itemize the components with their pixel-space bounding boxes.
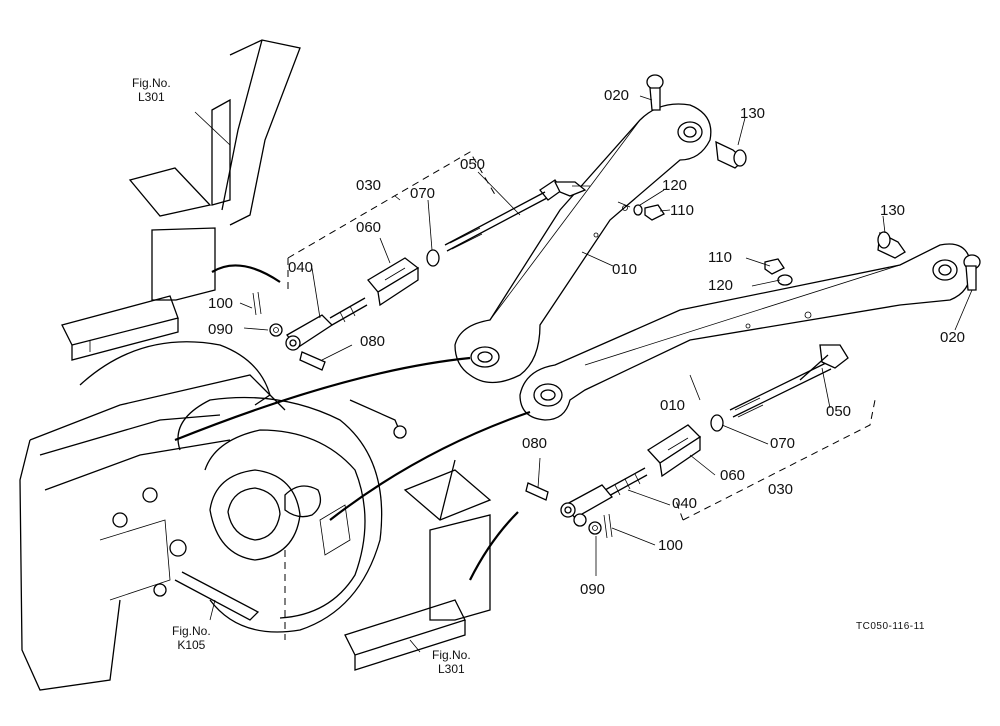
callout-120-upper: 120	[662, 177, 688, 194]
lower-link-upper	[454, 103, 712, 384]
fig-ref-number: L301	[437, 662, 465, 676]
lift-rod-lower	[525, 344, 876, 539]
bushing-130-lower	[877, 231, 906, 259]
callout-110-upper: 110	[670, 202, 694, 219]
callout-020-lower: 020	[940, 329, 966, 346]
transmission-housing	[19, 341, 407, 691]
fig-ref-l301-top: Fig.No. L301	[132, 76, 171, 104]
callout-090-lower: 090	[580, 581, 606, 598]
nut-110-lower	[764, 258, 793, 286]
fig-ref-number: L301	[137, 90, 165, 104]
assembly-arrows	[174, 264, 531, 581]
callout-110-lower: 110	[708, 249, 732, 266]
fig-ref-l301-bottom: Fig.No. L301	[432, 648, 471, 676]
callout-120-lower: 120	[708, 277, 734, 294]
callout-040-upper: 040	[288, 259, 314, 276]
drawing-code: TC050-116-11	[856, 621, 925, 632]
callout-080-upper: 080	[360, 333, 386, 350]
frame-bracket-upper	[61, 39, 301, 361]
callout-070-upper: 070	[410, 185, 436, 202]
callout-010-lower: 010	[660, 397, 686, 414]
callout-060-lower: 060	[720, 467, 746, 484]
callout-030-lower: 030	[768, 481, 794, 498]
fig-ref-label: Fig.No.	[132, 76, 171, 90]
leader-lines	[194, 95, 973, 653]
lower-link-lower	[519, 243, 972, 421]
callout-100-lower: 100	[658, 537, 684, 554]
fig-ref-label: Fig.No.	[172, 624, 211, 638]
fig-ref-label: Fig.No.	[432, 648, 471, 662]
callout-020-upper: 020	[604, 87, 630, 104]
bushing-130-upper	[715, 140, 747, 169]
frame-bracket-lower	[344, 459, 492, 671]
callout-060-upper: 060	[356, 219, 382, 236]
nut-110-upper	[617, 201, 665, 221]
callout-130-lower: 130	[880, 202, 906, 219]
callout-040-lower: 040	[672, 495, 698, 512]
callout-100-upper: 100	[208, 295, 234, 312]
callout-050-lower: 050	[826, 403, 852, 420]
fig-ref-number: K105	[177, 638, 206, 652]
pin-020-lower	[963, 254, 981, 291]
callout-080-lower: 080	[522, 435, 548, 452]
callout-070-lower: 070	[770, 435, 796, 452]
fig-ref-k105: Fig.No. K105	[172, 624, 211, 652]
callout-010-upper: 010	[612, 261, 638, 278]
callout-130-upper: 130	[740, 105, 766, 122]
callout-090-upper: 090	[208, 321, 234, 338]
callout-050-upper: 050	[460, 156, 486, 173]
pin-020-upper	[646, 74, 664, 111]
callout-030-upper: 030	[356, 177, 382, 194]
